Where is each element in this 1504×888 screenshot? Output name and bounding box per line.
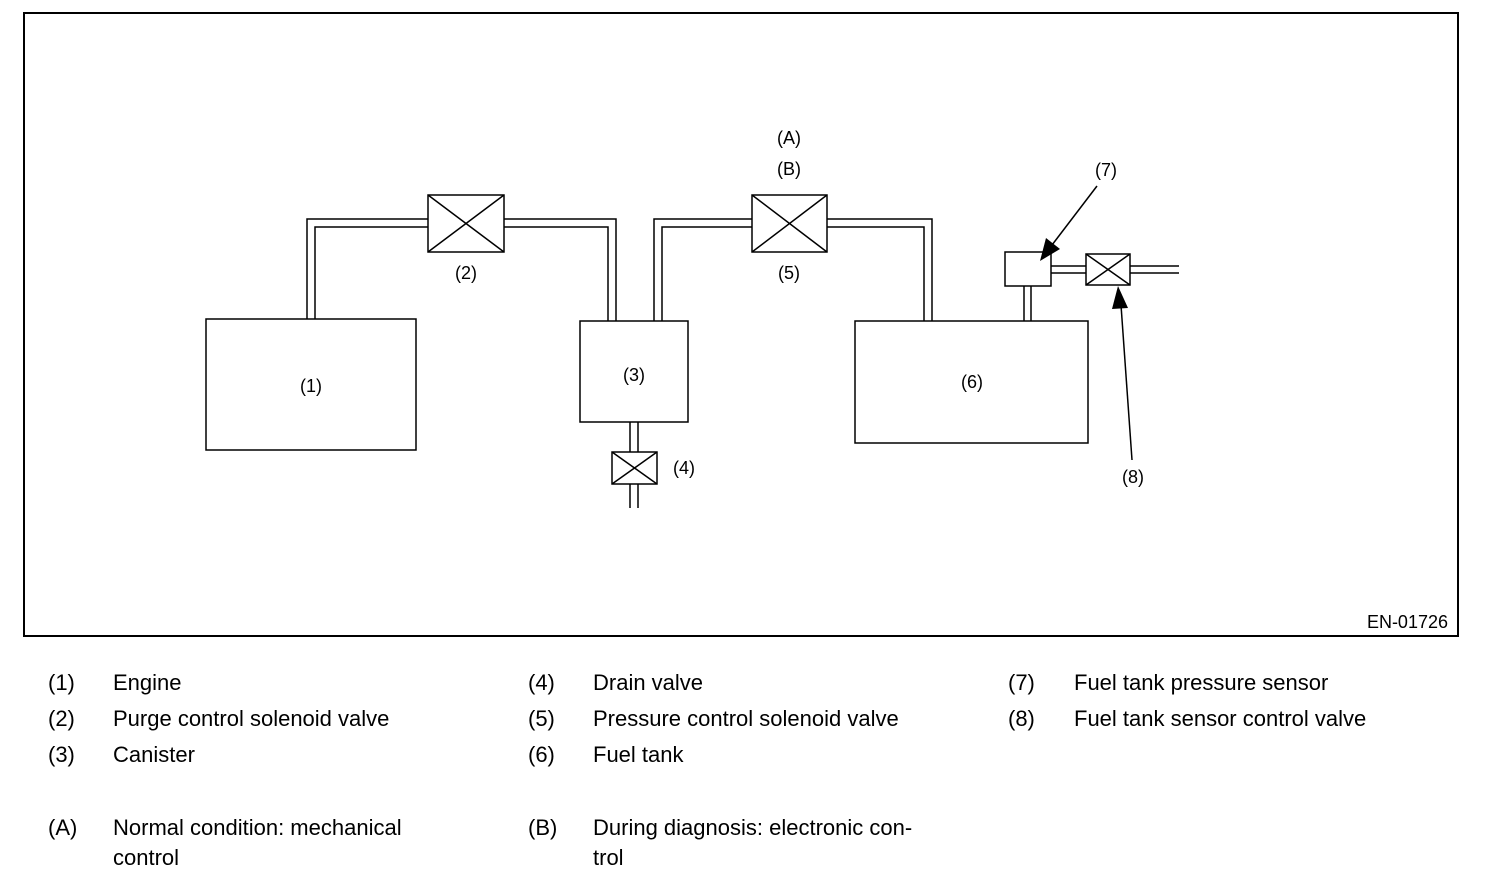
sensor-control-valve-label: (8) <box>1122 467 1144 487</box>
legend-text-7: Fuel tank pressure sensor <box>1074 670 1329 695</box>
pressure-valve-label: (5) <box>778 263 800 283</box>
legend-num-3: (3) <box>48 742 75 767</box>
drain-valve-symbol <box>611 451 658 485</box>
legend-text-3: Canister <box>113 742 195 767</box>
mode-b-label: (B) <box>777 159 801 179</box>
legend-text-5: Pressure control solenoid valve <box>593 706 899 731</box>
legend-text-6: Fuel tank <box>593 742 684 767</box>
legend-text-b-cont: trol <box>593 845 624 870</box>
canister-box <box>579 320 689 423</box>
leader-arrow-8 <box>1112 286 1133 461</box>
legend-num-5: (5) <box>528 706 555 731</box>
drain-pipe <box>629 422 639 508</box>
legend-num-a: (A) <box>48 815 78 840</box>
legend-num-4: (4) <box>528 670 555 695</box>
purge-valve-symbol <box>427 194 505 253</box>
legend-num-7: (7) <box>1008 670 1035 695</box>
legend-text-8: Fuel tank sensor control valve <box>1074 706 1367 731</box>
purge-valve-label: (2) <box>455 263 477 283</box>
mode-a-label: (A) <box>777 128 801 148</box>
legend-num-8: (8) <box>1008 706 1035 731</box>
pipe-engine-canister <box>306 218 617 321</box>
engine-box <box>205 318 417 451</box>
fuel-tank-label: (6) <box>961 372 983 392</box>
legend-num-b: (B) <box>528 815 558 840</box>
fuel-tank-box <box>854 320 1089 444</box>
diagram-frame <box>23 12 1459 637</box>
pressure-valve-symbol <box>751 194 828 253</box>
legend-text-b: During diagnosis: electronic con- <box>593 815 913 840</box>
sensor-control-valve-symbol <box>1085 253 1131 286</box>
pressure-sensor-label: (7) <box>1095 160 1117 180</box>
drain-valve-label: (4) <box>673 458 695 478</box>
sensor-pipe <box>1023 265 1179 321</box>
legend-text-4: Drain valve <box>593 670 704 695</box>
canister-label: (3) <box>623 365 645 385</box>
leader-arrow-7 <box>1040 185 1098 261</box>
legend-text-a: Normal condition: mechanical <box>113 815 402 840</box>
pipe-canister-tank <box>653 218 933 321</box>
legend-num-6: (6) <box>528 742 555 767</box>
legend-num-2: (2) <box>48 706 75 731</box>
legend-text-1: Engine <box>113 670 182 695</box>
legend-text-a-cont: control <box>113 845 180 870</box>
legend-text-2: Purge control solenoid valve <box>113 706 390 731</box>
figure-code: EN-01726 <box>1367 612 1448 632</box>
legend-num-1: (1) <box>48 670 75 695</box>
engine-label: (1) <box>300 376 322 396</box>
